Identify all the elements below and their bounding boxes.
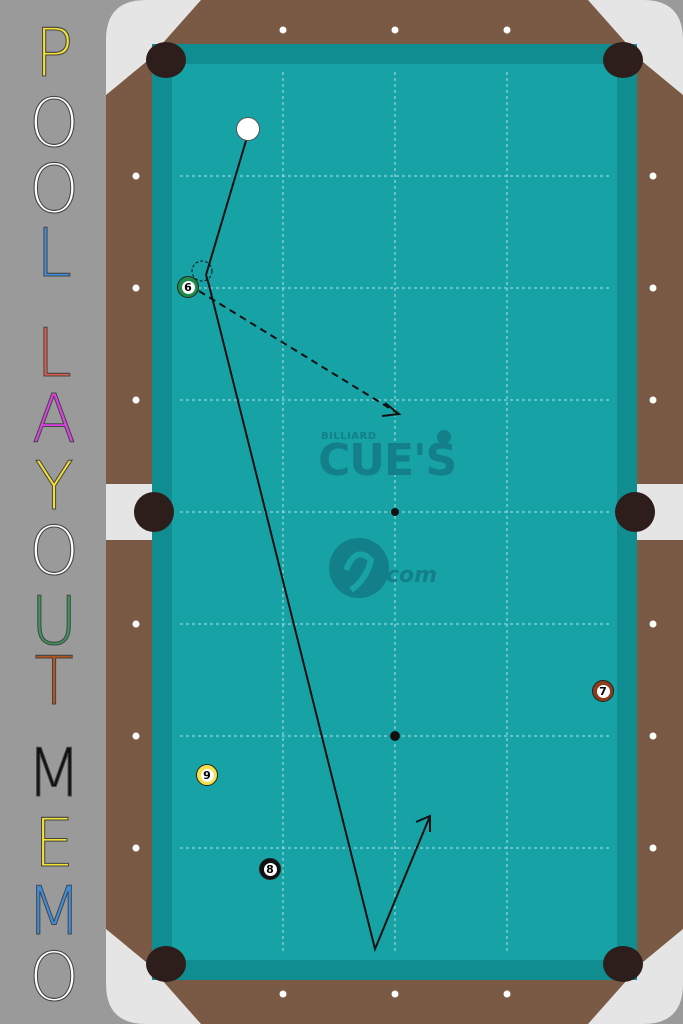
title-letter: M — [26, 873, 82, 951]
title-letter: E — [33, 805, 75, 883]
ball-7-number: 7 — [596, 684, 610, 698]
ball-6-number: 6 — [181, 280, 195, 294]
cue-path-arrow-icon — [415, 814, 431, 832]
ball-9-number: 9 — [200, 768, 214, 782]
cue-ball[interactable] — [236, 117, 260, 141]
pool-table[interactable]: BILLIARD CUE'S com 6 7 9 8 — [106, 0, 683, 1024]
object-ball-path — [198, 290, 400, 415]
cues-logo — [329, 430, 451, 598]
title-letter: A — [32, 381, 77, 459]
title-letter: O — [28, 513, 80, 591]
ball-9[interactable]: 9 — [196, 764, 218, 786]
rail-diamonds — [132, 26, 657, 998]
logo-sub-text: com — [386, 563, 438, 588]
pocket-top-left — [146, 42, 186, 78]
ball-6[interactable]: 6 — [177, 276, 199, 298]
title-letter: O — [28, 151, 80, 229]
title-letter: T — [34, 643, 74, 721]
pool-table-graphic — [106, 0, 683, 1024]
ghost-ball — [191, 260, 213, 282]
ball-8-number: 8 — [263, 862, 277, 876]
pocket-side-right — [615, 492, 655, 532]
object-path-arrow-icon — [381, 402, 402, 417]
title-letter: O — [28, 939, 80, 1017]
pocket-bottom-left — [146, 946, 186, 982]
title-letter: O — [28, 85, 80, 163]
cue-ball-path — [205, 274, 431, 953]
pocket-top-right — [603, 42, 643, 78]
pocket-bottom-right — [603, 946, 643, 982]
title-letter: L — [36, 215, 73, 293]
title-letter: U — [30, 583, 78, 661]
center-spot — [391, 508, 399, 516]
foot-spot — [390, 731, 400, 741]
cue-path — [205, 133, 249, 276]
title-letter: L — [36, 315, 73, 393]
ball-8[interactable]: 8 — [259, 858, 281, 880]
logo-small-text: BILLIARD — [321, 431, 377, 442]
logo-big-text: CUE'S — [318, 435, 457, 486]
pocket-side-left — [134, 492, 174, 532]
title-letter: P — [34, 15, 74, 93]
title-letter: M — [26, 735, 82, 813]
title-letter: Y — [34, 448, 74, 526]
pockets — [134, 42, 655, 982]
ball-7[interactable]: 7 — [592, 680, 614, 702]
